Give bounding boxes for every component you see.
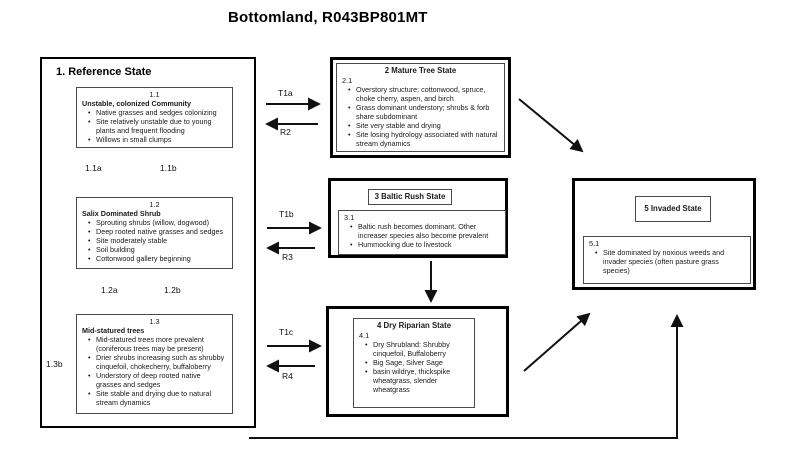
bullet: Site losing hydrology associated with na… [347,130,499,148]
transition-label-r4: R4 [282,371,293,381]
arrow-state2-to-state5 [518,98,584,153]
community-1-3-id: 1.3 [149,317,160,326]
state-2-content: 2 Mature Tree State 2.1 Overstory struct… [336,63,505,152]
reference-state-label: 1. Reference State [56,66,152,78]
state-5-id: 5.1 [589,239,600,248]
bullet: Understory of deep rooted native grasses… [87,371,227,389]
state-4-title: 4 Dry Riparian State [376,321,452,330]
bullet: Drier shrubs increasing such as shrubby … [87,353,227,371]
pathway-label-1-1a: 1.1a [85,163,102,173]
diagram-title: Bottomland, R043BP801MT [228,9,428,26]
bullet: Native grasses and sedges colonizing [87,108,227,117]
community-1-1-bullets: Native grasses and sedges colonizing Sit… [82,108,227,144]
pathway-label-1-2a: 1.2a [101,285,118,295]
state-4-box: 4 Dry Riparian State 4.1 Dry Shrubland: … [326,306,509,417]
community-1-2-bullets: Sprouting shrubs (willow, dogwood) Deep … [82,218,227,263]
arrow-state4-to-state5 [523,312,591,372]
transition-label-r2: R2 [280,127,291,137]
community-1-1-name: Unstable, colonized Community [82,99,192,109]
state-4-id: 4.1 [359,330,370,340]
bullet: Overstory structure: cottonwood, spruce,… [347,85,499,103]
bullet: Mid-statured trees more prevalent (conif… [87,335,227,353]
bullet: Site moderately stable [87,236,227,245]
state-3-content: 3.1 Baltic rush becomes dominant. Other … [338,210,506,255]
state-4-content: 4 Dry Riparian State 4.1 Dry Shrubland: … [353,318,475,408]
bullet: Site relatively unstable due to young pl… [87,117,227,135]
transition-label-t1b: T1b [279,209,294,219]
bullet: Site dominated by noxious weeds and inva… [594,248,745,275]
bullet: Site very stable and drying [347,121,499,130]
community-1-2-name: Salix Dominated Shrub [82,209,161,219]
state-2-box: 2 Mature Tree State 2.1 Overstory struct… [330,57,511,158]
state-5-bullets: Site dominated by noxious weeds and inva… [589,248,745,275]
community-1-1-box: 1.1 Unstable, colonized Community Native… [76,87,233,148]
state-5-content: 5.1 Site dominated by noxious weeds and … [583,236,751,284]
community-1-2-id: 1.2 [149,200,160,209]
state-3-id: 3.1 [344,213,355,222]
pathway-label-1-1b: 1.1b [160,163,177,173]
state-5-title-box: 5 Invaded State [635,196,711,222]
state-5-title: 5 Invaded State [644,204,702,214]
bullet: Dry Shrubland: Shrubby cinquefoil, Buffa… [364,340,469,358]
state-3-box: 3 Baltic Rush State 3.1 Baltic rush beco… [328,178,508,258]
bullet: Cottonwood gallery beginning [87,254,227,263]
pathway-label-1-2b: 1.2b [164,285,181,295]
community-1-3-name: Mid-statured trees [82,326,145,336]
bullet: basin wildrye, thickspike wheatgrass, sl… [364,367,469,394]
bullet: Site stable and drying due to natural st… [87,389,227,407]
bullet: Willows in small clumps [87,135,227,144]
state-2-bullets: Overstory structure: cottonwood, spruce,… [342,85,499,148]
state-3-title-box: 3 Baltic Rush State [368,189,452,205]
community-1-3-box: 1.3 Mid-statured trees Mid-statured tree… [76,314,233,414]
transition-label-r3: R3 [282,252,293,262]
state-4-bullets: Dry Shrubland: Shrubby cinquefoil, Buffa… [359,340,469,394]
community-1-3-bullets: Mid-statured trees more prevalent (conif… [82,335,227,407]
bullet: Grass dominant understory; shrubs & forb… [347,103,499,121]
bullet: Soil building [87,245,227,254]
state-3-bullets: Baltic rush becomes dominant. Other incr… [344,222,500,249]
bullet: Deep rooted native grasses and sedges [87,227,227,236]
bullet: Baltic rush becomes dominant. Other incr… [349,222,500,240]
bullet: Big Sage, Silver Sage [364,358,469,367]
state-2-id: 2.1 [342,75,353,85]
transition-label-t1a: T1a [278,88,293,98]
community-1-1-id: 1.1 [149,90,160,99]
pathway-label-1-3b: 1.3b [46,359,63,369]
state-2-title: 2 Mature Tree State [384,66,457,75]
community-1-2-box: 1.2 Salix Dominated Shrub Sprouting shru… [76,197,233,269]
state-3-title: 3 Baltic Rush State [374,192,446,201]
bullet: Hummocking due to livestock [349,240,500,249]
state-5-box: 5 Invaded State 5.1 Site dominated by no… [572,178,756,290]
transition-label-t1c: T1c [279,327,294,337]
bullet: Sprouting shrubs (willow, dogwood) [87,218,227,227]
